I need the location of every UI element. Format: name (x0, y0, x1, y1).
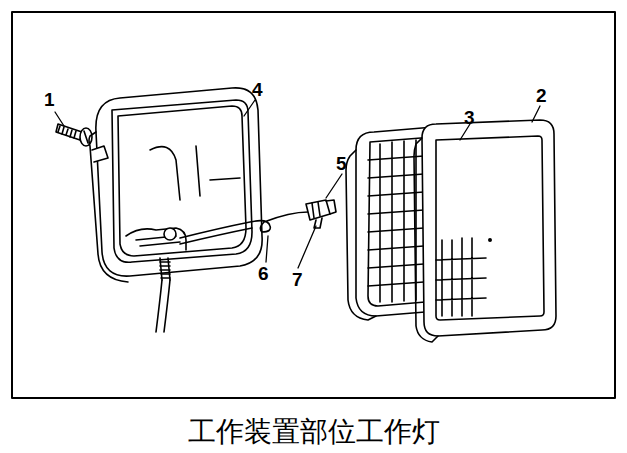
leader-lines (55, 100, 540, 268)
callout-number: 6 (258, 264, 269, 283)
callout-number: 7 (292, 270, 303, 289)
callout-number: 4 (252, 80, 263, 99)
callout-number: 3 (464, 108, 475, 127)
frame (12, 12, 615, 398)
bezel (414, 120, 556, 342)
callout-number: 2 (536, 86, 547, 105)
callout-number: 1 (44, 90, 55, 109)
callout-number: 5 (336, 154, 347, 173)
caption: 工作装置部位工作灯 (188, 418, 440, 446)
screw (56, 124, 92, 146)
housing (89, 88, 262, 282)
cable (156, 258, 170, 332)
bulb-wire (180, 200, 336, 244)
